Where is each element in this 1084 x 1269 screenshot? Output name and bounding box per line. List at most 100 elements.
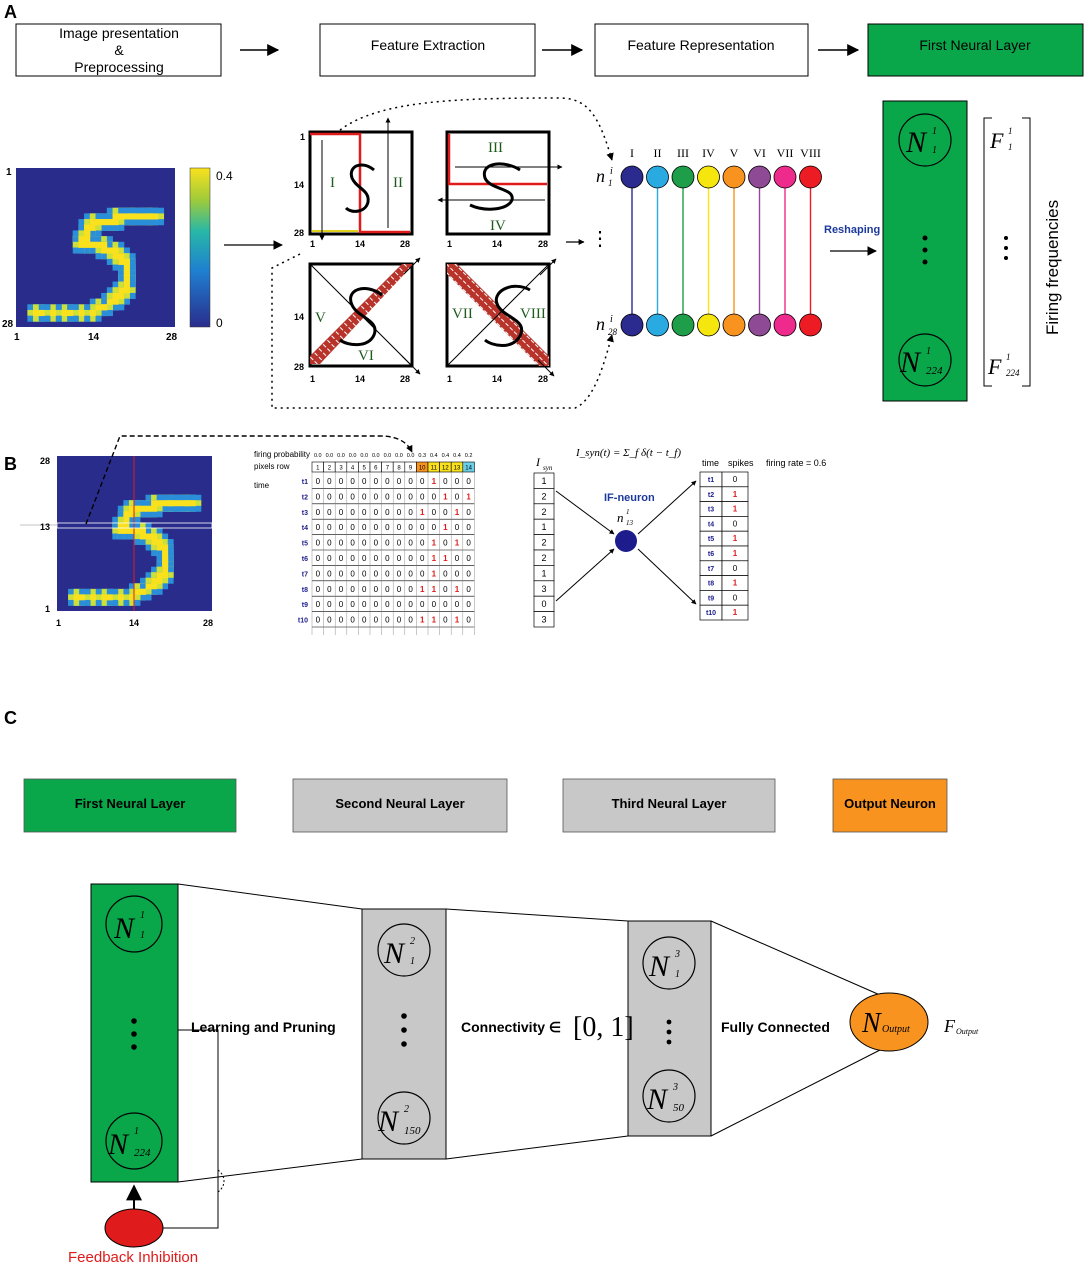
- digit-a-pixel: [106, 241, 113, 248]
- image-b-tick-y28: 28: [40, 456, 50, 466]
- spike-value: 0: [385, 554, 390, 563]
- flow-label-image: Image presentation: [59, 25, 179, 41]
- digit-a-pixel: [72, 236, 79, 243]
- digit-b-pixel: [162, 544, 169, 551]
- layer2-bot-sup: 2: [404, 1104, 409, 1115]
- spike-value: 0: [408, 477, 413, 486]
- digit-b-pixel: [112, 516, 119, 523]
- digit-a-pixel: [118, 264, 125, 271]
- spike-value: 0: [339, 554, 344, 563]
- spike-value: 0: [327, 569, 332, 578]
- feature-roman-label: II: [654, 146, 662, 160]
- digit-b-pixel: [134, 583, 141, 590]
- spike-value: 0: [397, 523, 402, 532]
- pixel-index-value: 14: [465, 466, 472, 472]
- digit-a-pixel: [61, 315, 68, 322]
- output-neuron-sub: Output: [882, 1024, 910, 1035]
- layer1-bot-neuron: N: [107, 1128, 130, 1161]
- digit-b-pixel: [140, 500, 146, 507]
- output-time-label: t2: [708, 492, 714, 499]
- roman-label-iii: III: [488, 140, 503, 156]
- digit-b-pixel: [145, 539, 152, 545]
- spike-value: 0: [408, 539, 413, 548]
- if-out-arrow-bot: [637, 548, 697, 605]
- digit-a-pixel: [84, 304, 91, 311]
- digit-b-pixel: [167, 539, 174, 545]
- spike-value: 0: [466, 569, 471, 578]
- flow-box-first-neural-layer: First Neural Layer: [867, 23, 1084, 77]
- output-spike-value: 1: [733, 549, 738, 558]
- digit-b-pixel: [123, 516, 130, 523]
- digit-b-pixel: [101, 599, 108, 606]
- digit-a-pixel: [118, 207, 125, 214]
- digit-b-pixel: [156, 544, 163, 551]
- digit-a-pixel: [101, 219, 108, 226]
- digit-a-pixel: [118, 270, 125, 277]
- reshaping-label: Reshaping: [824, 224, 880, 236]
- digit-b-pixel: [162, 500, 169, 507]
- spike-value: 0: [327, 523, 332, 532]
- freq-bot: F: [987, 354, 1002, 379]
- digit-b-pixel: [123, 511, 130, 518]
- isyn-value: 2: [541, 553, 546, 563]
- digit-b-pixel: [173, 494, 180, 501]
- digit-a-pixel: [140, 213, 148, 220]
- digit-a-pixel: [27, 315, 34, 322]
- firing-probability-value: 0.0: [384, 453, 392, 459]
- digit-a-pixel: [38, 304, 45, 311]
- digit-b-pixel: [128, 511, 135, 518]
- digit-a-pixel: [123, 298, 130, 305]
- digit-a-pixel: [106, 298, 113, 305]
- neuron-bot-sup: i: [610, 314, 613, 325]
- output-spike-value: 1: [733, 579, 738, 588]
- digit-b-pixel: [117, 527, 124, 534]
- digit-b-pixel: [68, 594, 75, 601]
- output-spike-value: 1: [733, 608, 738, 617]
- digit-a-pixel: [129, 213, 136, 220]
- spike-value: 0: [408, 616, 413, 625]
- digit-b-pixel: [145, 594, 152, 601]
- digit-b-pixel: [156, 500, 163, 507]
- spike-value: 0: [432, 600, 437, 609]
- digit-b-pixel: [151, 539, 158, 545]
- spike-value: 0: [466, 554, 471, 563]
- feature-roman-label: VIII: [800, 146, 821, 160]
- digit-b-pixel: [162, 494, 169, 501]
- layer2-bot-sub: 150: [404, 1125, 421, 1137]
- connectivity-range: [0, 1]: [573, 1012, 634, 1043]
- digit-b-pixel: [167, 566, 174, 573]
- feature-roman-label: III: [677, 146, 689, 160]
- digit-a-pixel: [135, 213, 142, 220]
- pixel-index-value: 7: [386, 466, 390, 472]
- image-a-tick-top: 1: [6, 167, 12, 178]
- digit-a-pixel: [89, 241, 96, 248]
- digit-b-pixel: [145, 572, 152, 579]
- synaptic-current-equation: I_syn(t) = Σ_f δ(t − t_f): [575, 447, 681, 459]
- digit-a-pixel: [146, 207, 153, 214]
- flow-label-amp: &: [114, 42, 124, 58]
- spike-value: 0: [316, 539, 321, 548]
- digit-a-pixel: [78, 247, 85, 254]
- spike-value: 0: [350, 508, 355, 517]
- pixel-index-value: 8: [397, 466, 401, 472]
- digit-b-pixel: [145, 505, 152, 512]
- digit-a-pixel: [89, 304, 96, 311]
- digit-a-pixel: [101, 224, 108, 231]
- firing-probability-value: 0.0: [314, 453, 322, 459]
- image-b-tick-y1: 1: [45, 604, 50, 614]
- isyn-value: 2: [541, 538, 546, 548]
- image-b-tick-x14: 14: [129, 618, 139, 628]
- digit-a-pixel: [101, 241, 108, 248]
- spike-value: 0: [374, 508, 379, 517]
- digit-a-pixel: [89, 247, 96, 254]
- digit-a-pixel: [44, 309, 51, 317]
- spike-value: 0: [455, 600, 460, 609]
- output-neuron: [849, 992, 929, 1052]
- spike-value: 0: [374, 616, 379, 625]
- digit-a-pixel: [38, 309, 45, 317]
- digit-a-pixel: [106, 219, 113, 226]
- feature-neuron-top: [671, 165, 695, 189]
- feature-neuron-top: [773, 165, 797, 189]
- spike-value: 0: [432, 492, 437, 501]
- digit-b-pixel: [184, 494, 191, 501]
